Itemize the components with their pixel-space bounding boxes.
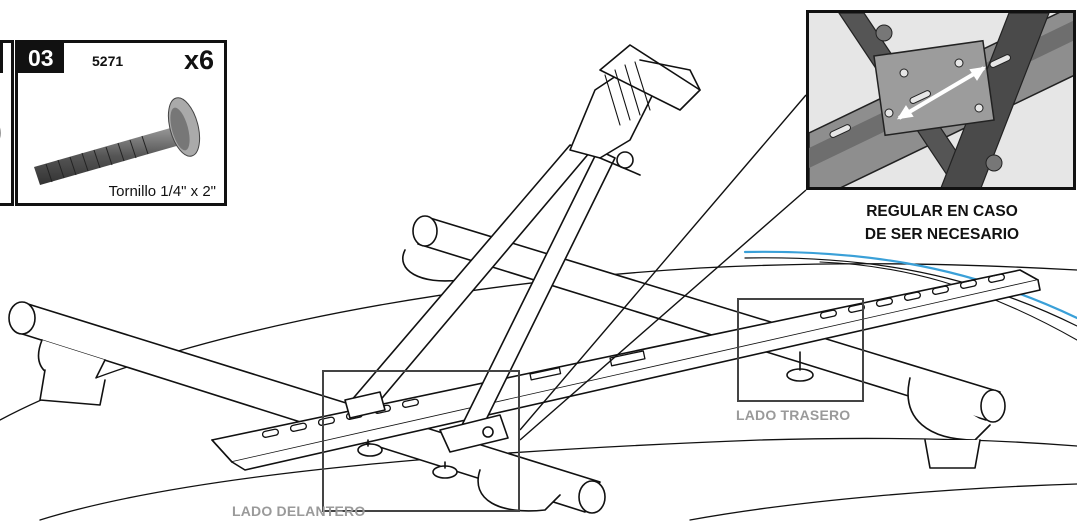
clamp-knob-front-2 bbox=[432, 461, 458, 479]
rear-side-highlight-box bbox=[737, 298, 864, 402]
callout-line-1 bbox=[519, 94, 807, 431]
rear-side-label: LADO TRASERO bbox=[736, 407, 851, 423]
front-side-label: LADO DELANTERO bbox=[232, 503, 366, 519]
clamp-knob-rear bbox=[786, 351, 814, 382]
part-card-code: 5271 bbox=[92, 53, 124, 69]
part-card-number: 03 bbox=[18, 43, 64, 73]
part-card-previous: 3 bbox=[0, 40, 14, 206]
adjust-caption-line-2: DE SER NECESARIO bbox=[864, 226, 1020, 243]
adjust-caption-line-1: REGULAR EN CASO bbox=[866, 203, 1018, 220]
adjust-arrow-icon bbox=[897, 66, 986, 120]
clamp-knob-front-1 bbox=[357, 439, 383, 457]
part-card-quantity: x6 bbox=[183, 45, 214, 75]
frame-arm bbox=[344, 44, 701, 453]
wheel-tray bbox=[211, 269, 1041, 471]
carriage-bolt-icon bbox=[34, 97, 201, 185]
part-card-description: Tornillo 1/4" x 2" bbox=[108, 183, 216, 200]
adjustment-detail-inset bbox=[806, 10, 1076, 190]
part-card-previous-number: 3 bbox=[0, 43, 3, 73]
car-roof-edge-lower bbox=[689, 483, 1077, 521]
adjust-caption: REGULAR EN CASO DE SER NECESARIO bbox=[812, 200, 1072, 246]
callout-line-2 bbox=[519, 189, 807, 441]
front-side-highlight-box bbox=[322, 370, 520, 512]
part-card: 03 5271 x6 Tornillo 1/4" x 2" bbox=[15, 40, 227, 206]
washer-icon bbox=[0, 127, 1, 139]
front-crossbar bbox=[8, 301, 606, 514]
rear-crossbar bbox=[402, 215, 1006, 469]
roof-rail-accent bbox=[743, 250, 1077, 320]
